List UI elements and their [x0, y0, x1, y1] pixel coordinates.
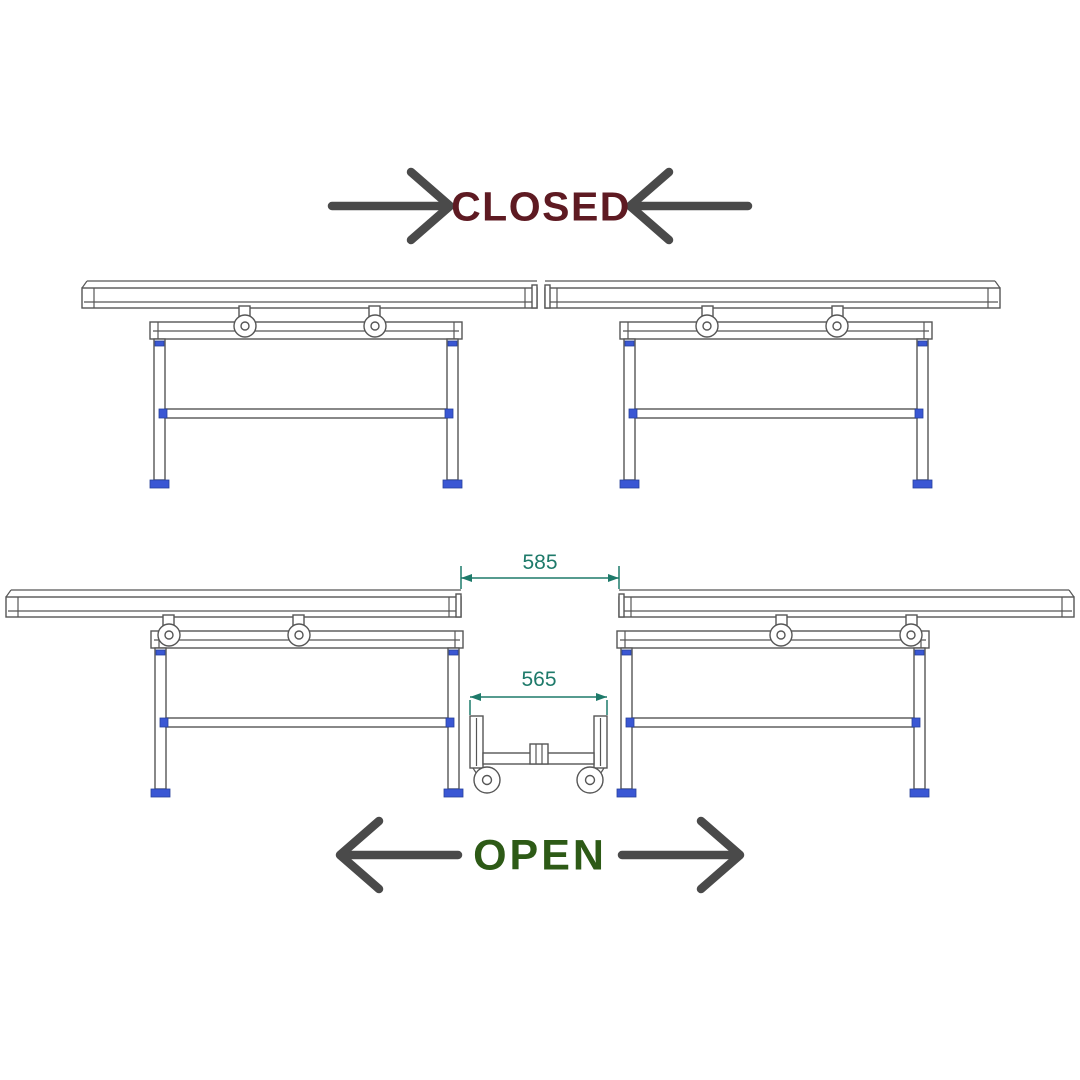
dimension-585-lines [460, 566, 620, 589]
center-trolley-drawing [469, 715, 608, 794]
open-right-table-half [617, 590, 1074, 797]
arrow-inward-left-icon [625, 167, 753, 245]
open-label: OPEN [473, 831, 607, 880]
open-position-drawing [6, 590, 1074, 797]
closed-label: CLOSED [451, 183, 631, 230]
dimension-565-lines [469, 693, 608, 715]
closed-position-drawing [82, 281, 1000, 488]
dimension-565-text: 565 [521, 668, 557, 691]
arrow-outward-left-icon [335, 816, 463, 894]
arrow-outward-right-icon [617, 816, 745, 894]
closed-left-table-half [82, 281, 537, 488]
arrow-inward-right-icon [327, 167, 455, 245]
closed-right-table-half [545, 281, 1000, 488]
open-left-table-half [6, 590, 463, 797]
dimension-585-text: 585 [522, 551, 558, 574]
